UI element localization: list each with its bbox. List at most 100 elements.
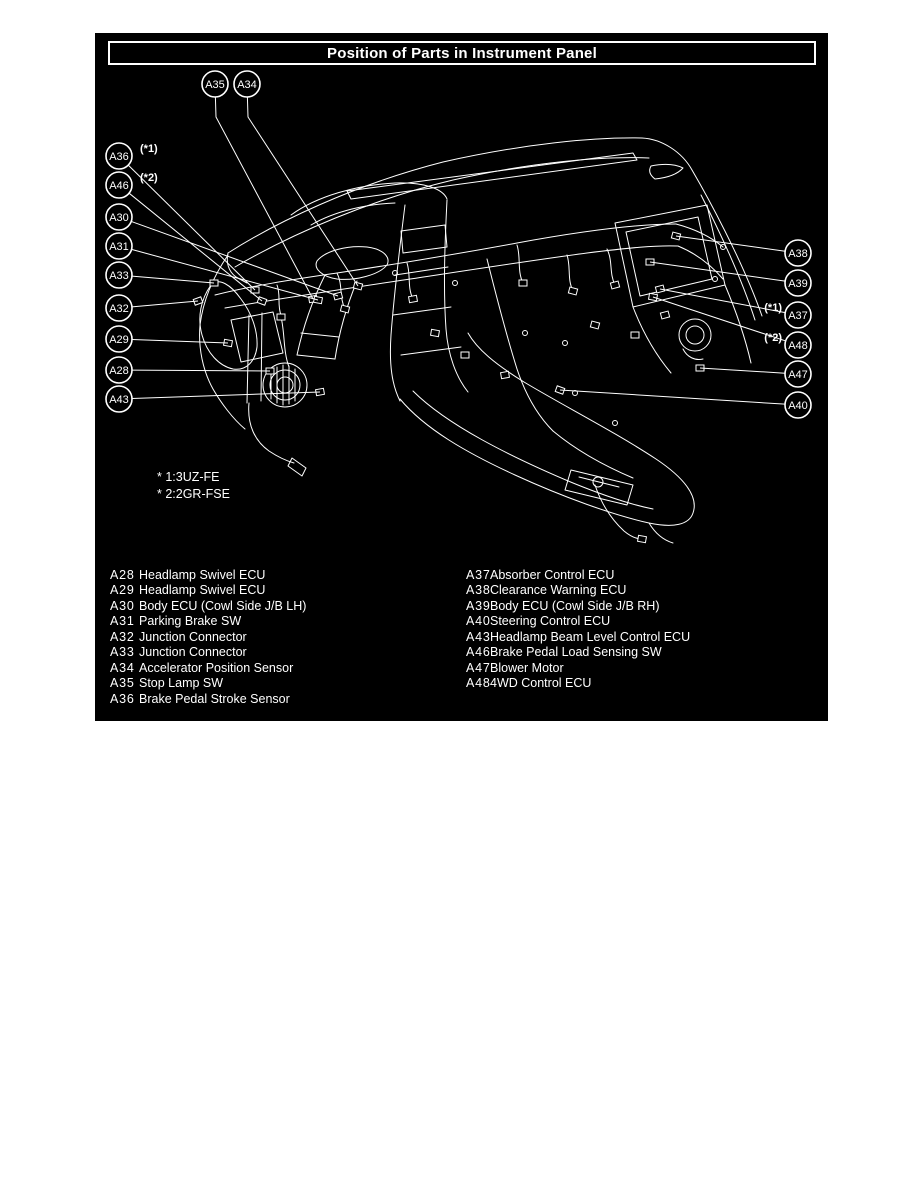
callout-circle-a33 (105, 261, 133, 289)
callout-circle-a38 (784, 239, 812, 267)
callout-a48: A48(*2) (652, 296, 812, 359)
legend-code: A43 (466, 629, 491, 644)
leader-line-a34 (246, 96, 359, 287)
callout-label-a38: A38 (788, 248, 808, 260)
connector-symbol (429, 328, 441, 338)
leader-line-a30 (131, 220, 339, 297)
connector-symbol (460, 351, 470, 359)
callout-a46: A46(*2) (105, 171, 263, 302)
callout-label-a43: A43 (109, 394, 129, 406)
legend-name: Headlamp Beam Level Control ECU (490, 629, 691, 644)
callout-label-a46: A46 (109, 180, 129, 192)
leader-line-a39 (649, 261, 786, 282)
callout-a43: A43 (105, 385, 321, 413)
callout-a37: A37 (*1) (659, 288, 812, 329)
callout-a29: A29 (105, 325, 229, 353)
legend-name: Clearance Warning ECU (490, 583, 627, 598)
clip-symbol (452, 280, 458, 286)
callout-label-a34: A34 (237, 79, 257, 91)
dashboard-lineart (199, 137, 763, 544)
connector-symbol (276, 313, 286, 321)
legend-code: A48 (466, 676, 491, 691)
legend-name: Headlamp Swivel ECU (139, 583, 266, 598)
callout-circle-a40 (784, 391, 812, 419)
legend-name: Accelerator Position Sensor (139, 660, 294, 675)
callout-circle-a36 (105, 142, 133, 170)
leader-line-a32 (131, 300, 199, 308)
legend-code: A40 (466, 614, 491, 629)
leader-line-a36 (127, 164, 256, 291)
callout-label-a30: A30 (109, 212, 129, 224)
leader-line-a33 (131, 275, 215, 284)
callout-circle-a31 (105, 232, 133, 260)
legend-name: Junction Connector (139, 629, 247, 644)
callout-label-a29: A29 (109, 334, 129, 346)
callout-circle-a30 (105, 203, 133, 231)
connector-symbol (609, 280, 621, 290)
callout-label-a39: A39 (788, 278, 808, 290)
leader-line-a35 (214, 96, 314, 300)
leader-line-a37 (659, 288, 786, 314)
callout-label-a47: A47 (788, 369, 808, 381)
legend-code: A35 (110, 676, 135, 691)
legend-name: Absorber Control ECU (490, 567, 615, 582)
legend-name: Steering Control ECU (490, 614, 611, 629)
legend-code: A36 (110, 691, 135, 706)
legend-name: Parking Brake SW (139, 614, 242, 629)
clip-symbol (522, 330, 528, 336)
legend-name: Headlamp Swivel ECU (139, 567, 266, 582)
legend-row-a35: A35 Stop Lamp SW (110, 676, 306, 692)
legend-name: Body ECU (Cowl Side J/B LH) (139, 598, 307, 613)
callout-a39: A39 (649, 261, 812, 297)
connector-symbol (659, 310, 671, 320)
connector-symbol (518, 279, 528, 287)
callout-a36: A36(*1) (105, 142, 256, 291)
legend-code: A29 (110, 583, 135, 598)
legend-name: Blower Motor (490, 660, 564, 675)
diagram-title: Position of Parts in Instrument Panel (327, 44, 597, 62)
callout-circle-a43 (105, 385, 133, 413)
connector-symbol (636, 534, 648, 544)
callout-circle-a28 (105, 356, 133, 384)
leader-line-a29 (131, 338, 229, 344)
legend-name: Stop Lamp SW (139, 676, 224, 691)
callout-a40: A40 (559, 389, 812, 419)
connector-symbols (192, 231, 726, 544)
callout-a34: A34 (233, 70, 359, 287)
legend-code: A39 (466, 598, 491, 613)
callout-a38: A38 (675, 235, 812, 267)
callout-label-a32: A32 (109, 303, 129, 315)
title-box: Position of Parts in Instrument Panel (108, 41, 816, 65)
legend-name: Body ECU (Cowl Side J/B RH) (490, 598, 660, 613)
leader-line-a40 (559, 389, 786, 405)
legend-code: A32 (110, 629, 135, 644)
callout-note-a37: (*1) (764, 302, 782, 314)
callout-a30: A30 (105, 203, 339, 297)
leader-line-a43 (131, 391, 321, 400)
callout-label-a37: A37 (788, 310, 808, 322)
connector-symbol (630, 331, 640, 339)
callout-circle-a34 (233, 70, 261, 98)
leader-line-a31 (131, 248, 319, 301)
engine-variant-notes: * 1:3UZ-FE* 2:2GR-FSE (157, 469, 230, 503)
clip-symbol (720, 244, 726, 250)
leader-line-a46 (128, 192, 263, 302)
callout-circle-a47 (784, 360, 812, 388)
note-line-1: * 1:3UZ-FE (157, 470, 220, 484)
legend-code: A38 (466, 583, 491, 598)
callout-label-a35: A35 (205, 79, 225, 91)
legend-name: 4WD Control ECU (490, 676, 592, 691)
